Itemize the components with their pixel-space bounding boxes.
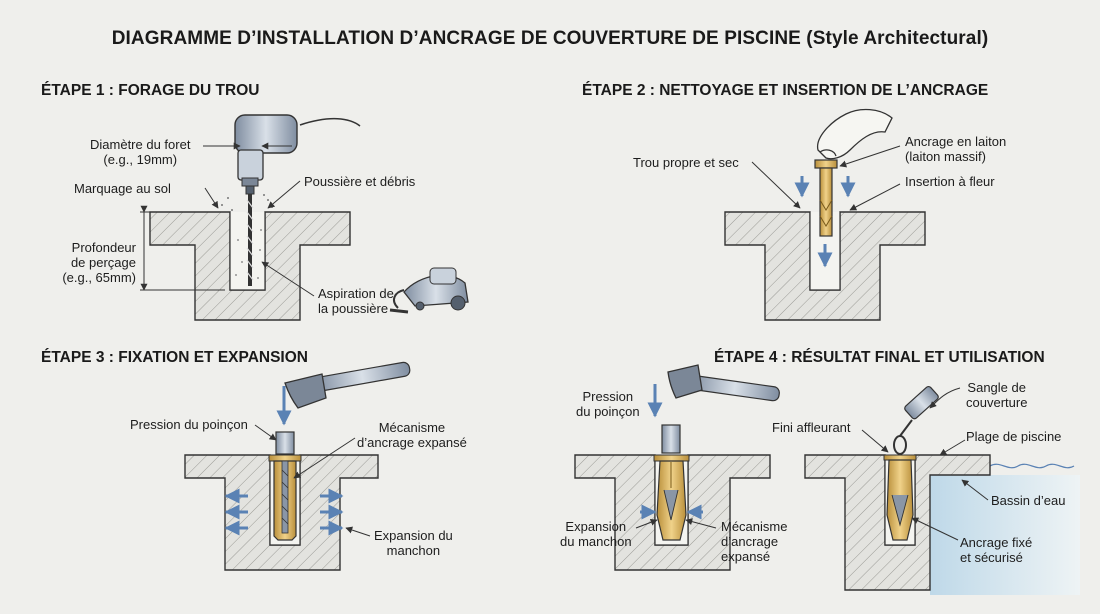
step3-leaders (254, 424, 371, 537)
dust-particles (221, 194, 273, 279)
step3-punch-and-anchor (268, 431, 302, 541)
label-drill-depth: Profondeur de perçage (e.g., 65mm) (62, 240, 136, 285)
pool-water (930, 463, 1080, 595)
step4-arrows (640, 384, 703, 520)
label-punch-pressure: Pression du poinçon (130, 417, 248, 432)
step2-leaders (751, 145, 901, 211)
label-expanded-mechanism: Mécanisme d’ancrage expansé (357, 420, 467, 450)
label-sleeve-expansion: Expansion du manchon (374, 528, 453, 558)
step3-title: ÉTAPE 3 : FIXATION ET EXPANSION (41, 349, 308, 366)
label-flush-finish: Fini affleurant (772, 420, 851, 435)
drill-icon (234, 114, 361, 286)
hand-icon (817, 108, 893, 160)
label-drill-diameter: Diamètre du foret (e.g., 19mm) (90, 137, 191, 167)
label-dust-suction: Aspiration de la poussière (318, 286, 394, 316)
step4-punch-and-anchor (653, 424, 690, 541)
step3-arrows (224, 386, 344, 536)
label-dust-debris: Poussière et débris (304, 174, 416, 189)
step1-leaders (203, 142, 315, 297)
step3-hammer-icon (284, 361, 411, 409)
depth-dimension (140, 205, 225, 291)
label-sleeve-expansion-4: Expansion du manchon (560, 519, 632, 549)
label-water-basin: Bassin d’eau (991, 493, 1066, 508)
label-clean-hole: Trou propre et sec (633, 155, 739, 170)
step4-hammer-icon (667, 364, 780, 402)
step2-arrows (794, 176, 856, 268)
step4-leaders-left (635, 518, 717, 529)
brass-anchor-insert (814, 159, 838, 237)
step4-leaders-right (861, 387, 989, 541)
step2-title: ÉTAPE 2 : NETTOYAGE ET INSERTION DE L’AN… (582, 82, 989, 99)
vacuum-icon (389, 267, 469, 314)
step1-title: ÉTAPE 1 : FORAGE DU TROU (41, 82, 260, 99)
page-title: DIAGRAMME D’INSTALLATION D’ANCRAGE DE CO… (111, 28, 989, 49)
secured-anchor (883, 454, 917, 541)
cover-strap-icon (893, 385, 939, 455)
label-brass-anchor: Ancrage en laiton (laiton massif) (905, 134, 1007, 164)
label-ground-marking: Marquage au sol (74, 181, 171, 196)
label-punch-pressure-4: Pression du poinçon (576, 389, 640, 419)
label-flush-insert: Insertion à fleur (905, 174, 995, 189)
label-anchor-secured: Ancrage fixé et sécurisé (960, 535, 1033, 565)
label-cover-strap: Sangle de couverture (966, 380, 1028, 410)
label-pool-deck: Plage de piscine (966, 429, 1062, 444)
step4-title: ÉTAPE 4 : RÉSULTAT FINAL ET UTILISATION (714, 349, 1045, 366)
step1-concrete (149, 211, 351, 321)
label-expanded-mechanism-4: Mécanisme d’ancrage expansé (721, 519, 788, 564)
